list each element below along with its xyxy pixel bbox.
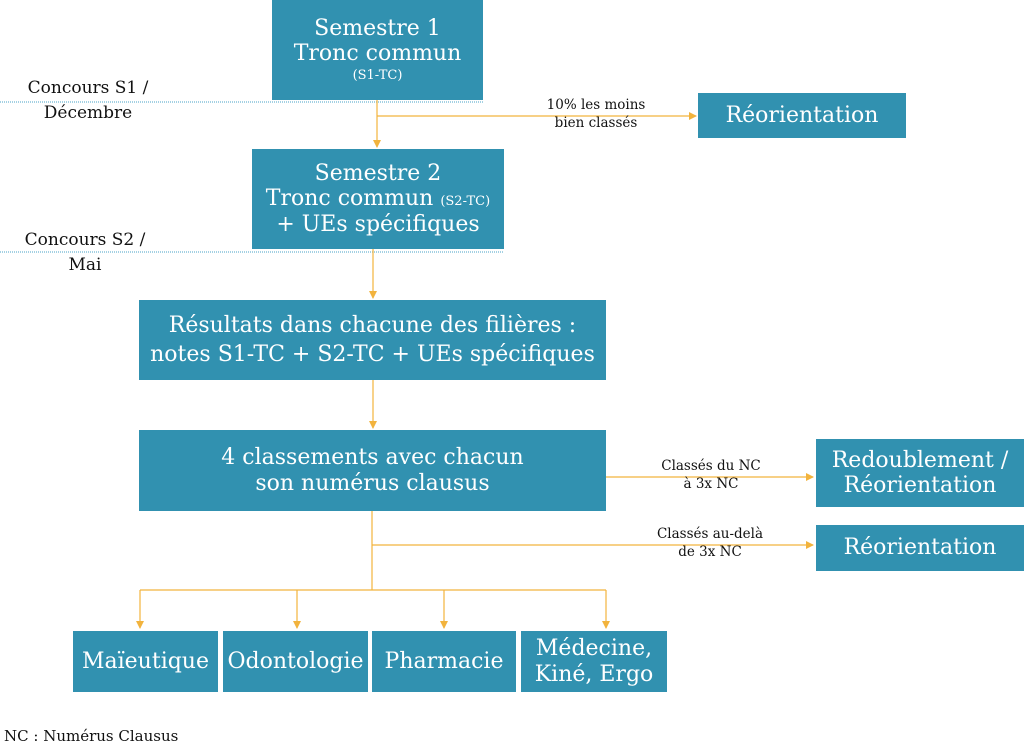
- label-concours-s2-line2: Mai: [68, 254, 102, 275]
- node-medecine: Médecine, Kiné, Ergo: [521, 631, 667, 692]
- node-semestre-2-line3: + UEs spécifiques: [276, 211, 480, 237]
- node-odontologie-label: Odontologie: [227, 648, 364, 674]
- node-reorientation-1: Réorientation: [698, 93, 906, 138]
- node-semestre-2: Semestre 2 Tronc commun (S2-TC) + UEs sp…: [252, 149, 504, 249]
- node-reorientation-1-label: Réorientation: [725, 102, 879, 128]
- node-maieutique: Maïeutique: [73, 631, 218, 692]
- node-redoublement-line2: Réorientation: [843, 473, 997, 498]
- label-concours-s2: Concours S2 / Mai: [5, 228, 165, 277]
- node-pharmacie: Pharmacie: [372, 631, 516, 692]
- node-semestre-2-line1: Semestre 2: [314, 161, 442, 187]
- label-concours-s2-line1: Concours S2 /: [24, 230, 146, 250]
- node-reorientation-2: Réorientation: [816, 525, 1024, 571]
- node-redoublement: Redoublement / Réorientation: [816, 439, 1024, 507]
- node-semestre-2-line2b: (S2-TC): [440, 194, 491, 210]
- label-concours-s1-line1: Concours S1 /: [27, 78, 149, 98]
- edge-label-classes-nc: Classés du NC à 3x NC: [636, 457, 786, 493]
- node-redoublement-line1: Redoublement /: [831, 447, 1009, 473]
- edge-label-moins-bien: 10% les moins bien classés: [521, 96, 671, 132]
- edge-label-classes-audela-line1: Classés au-delà: [656, 526, 764, 542]
- label-concours-s1: Concours S1 / Décembre: [8, 76, 168, 125]
- footnote: NC : Numérus Clausus: [4, 727, 179, 745]
- edge-label-classes-audela: Classés au-delà de 3x NC: [635, 525, 785, 561]
- node-resultats-line2: notes S1-TC + S2-TC + UEs spécifiques: [150, 341, 595, 367]
- edge-label-classes-nc-line1: Classés du NC: [661, 458, 761, 474]
- node-pharmacie-label: Pharmacie: [384, 648, 504, 674]
- edge-label-classes-nc-line2: à 3x NC: [683, 476, 739, 493]
- node-semestre-1-line1: Semestre 1: [314, 15, 441, 41]
- node-classements-line2: son numérus clausus: [255, 470, 490, 496]
- node-reorientation-2-label: Réorientation: [843, 535, 997, 561]
- node-semestre-2-line2: Tronc commun (S2-TC): [266, 186, 490, 211]
- node-semestre-1: Semestre 1 Tronc commun (S1-TC): [272, 0, 483, 100]
- edge-label-moins-bien-line1: 10% les moins: [546, 97, 646, 113]
- node-odontologie: Odontologie: [223, 631, 368, 692]
- node-maieutique-label: Maïeutique: [81, 648, 209, 674]
- node-medecine-line1: Médecine,: [535, 636, 653, 662]
- node-classements: 4 classements avec chacun son numérus cl…: [139, 430, 606, 511]
- node-classements-line1: 4 classements avec chacun: [221, 445, 524, 471]
- node-semestre-1-line3: (S1-TC): [352, 68, 403, 84]
- node-resultats: Résultats dans chacune des filières : no…: [139, 300, 606, 380]
- edge-label-moins-bien-line2: bien classés: [554, 115, 638, 132]
- node-semestre-1-line2: Tronc commun: [293, 41, 462, 67]
- node-semestre-2-line2a: Tronc commun: [265, 186, 441, 212]
- edge-label-classes-audela-line2: de 3x NC: [678, 544, 742, 561]
- label-concours-s1-line2: Décembre: [43, 102, 133, 123]
- node-medecine-line2: Kiné, Ergo: [534, 661, 654, 687]
- node-resultats-line1: Résultats dans chacune des filières :: [168, 313, 577, 339]
